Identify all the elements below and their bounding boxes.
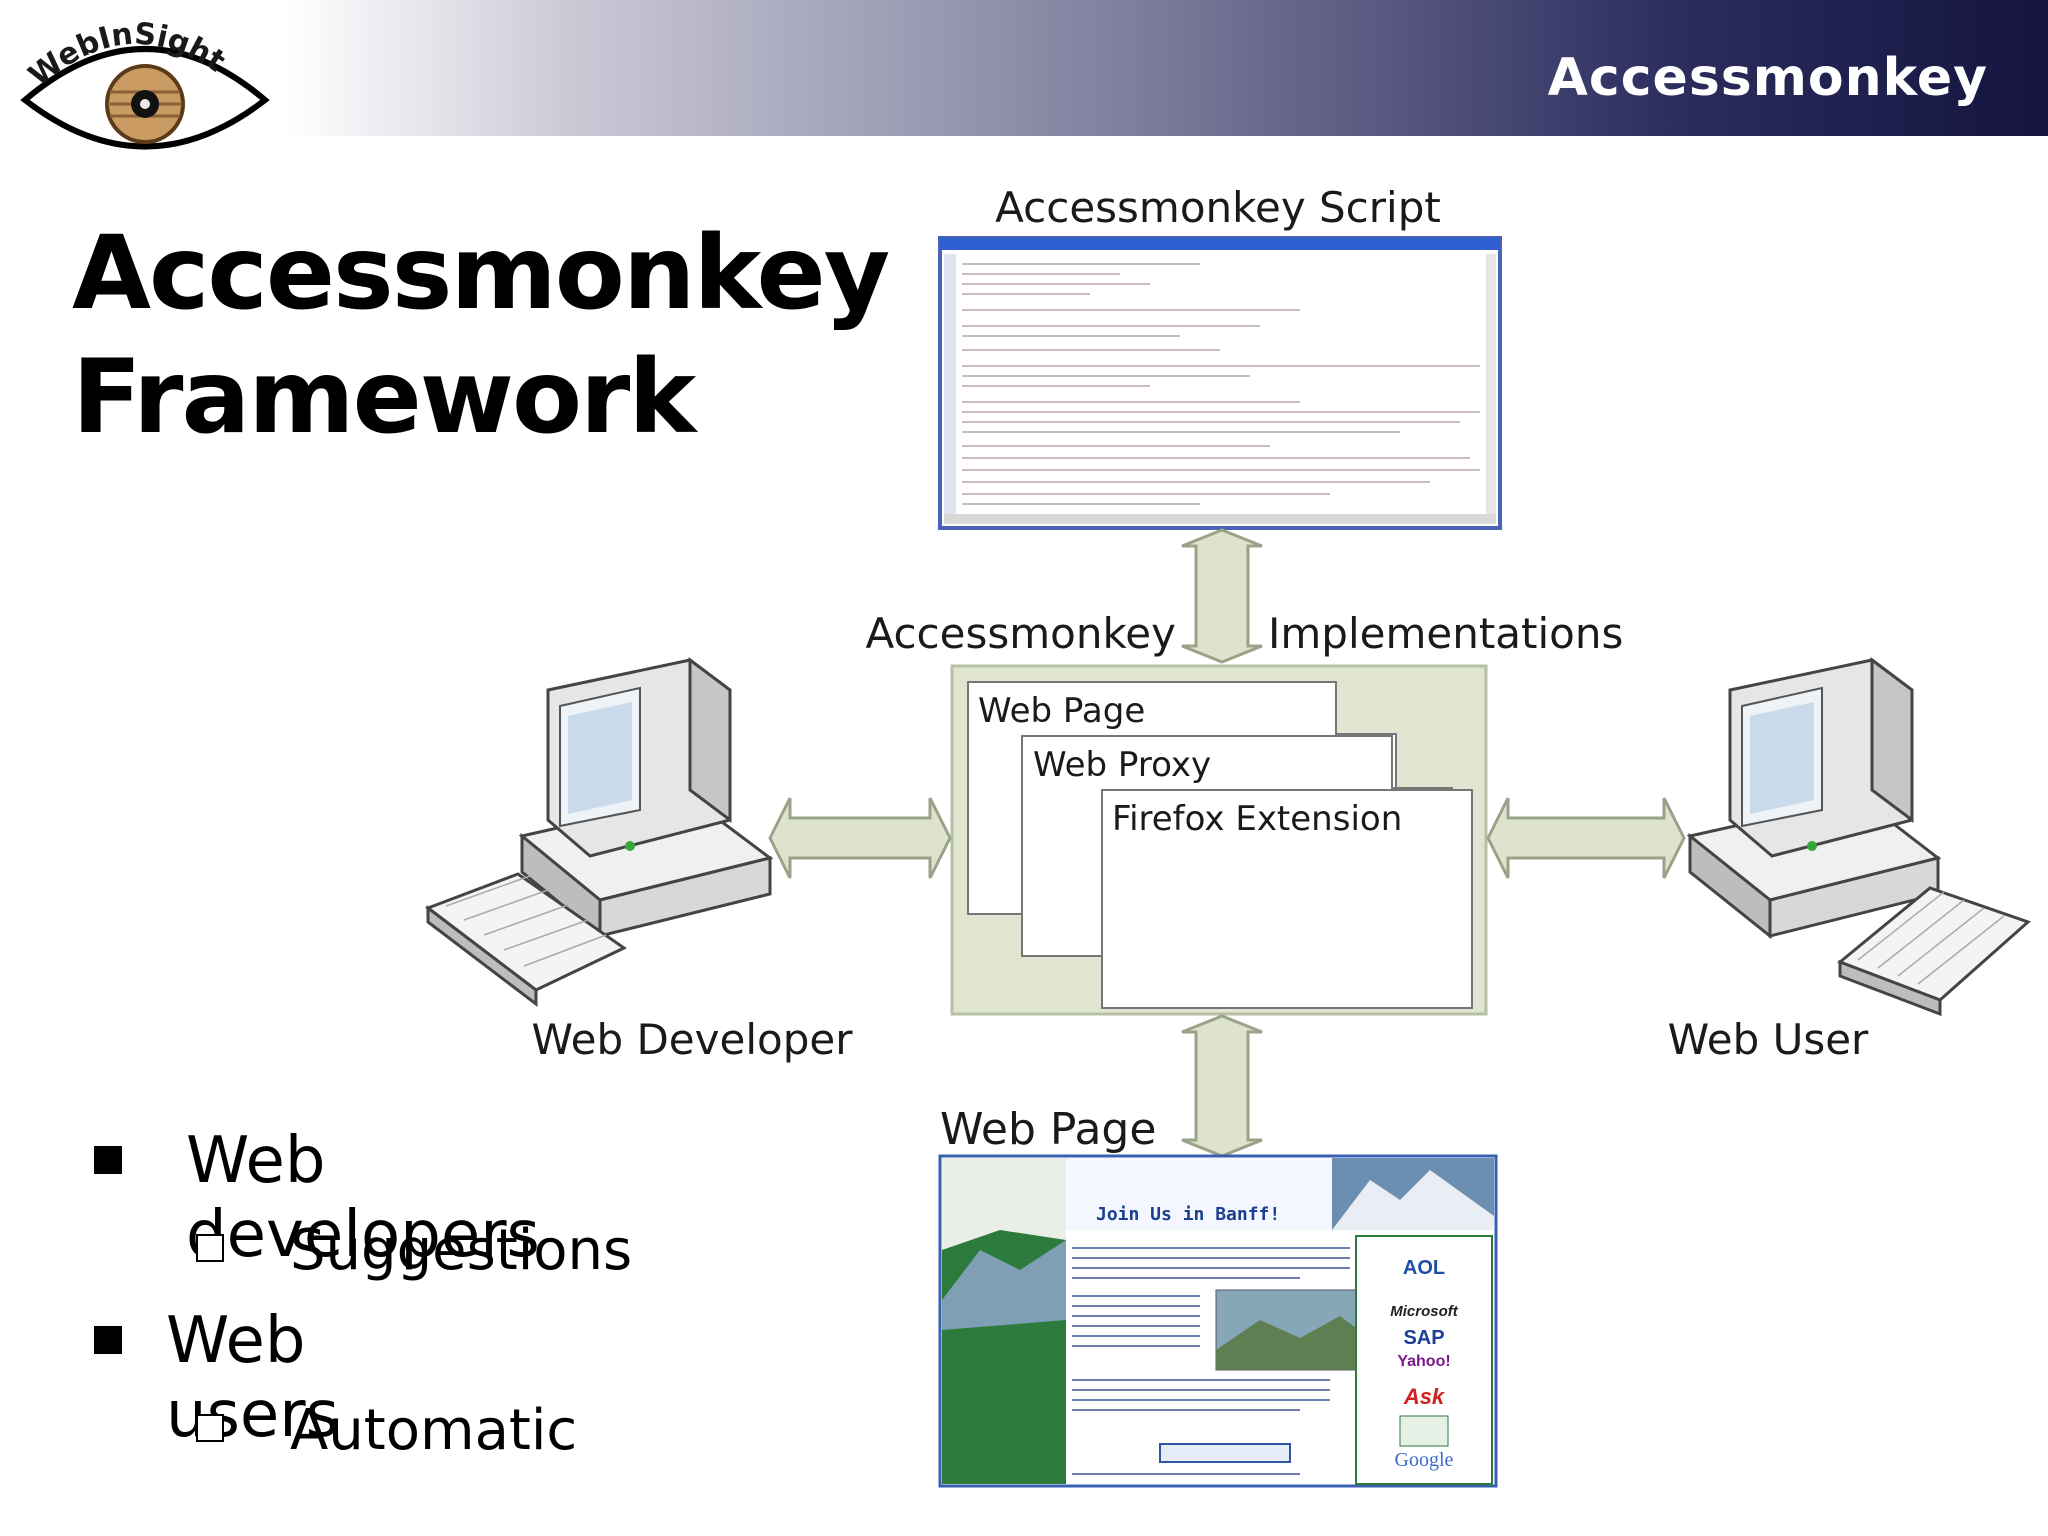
- sponsor-google: Google: [1395, 1449, 1454, 1471]
- impl-label-left: Accessmonkey: [865, 609, 1176, 658]
- sub-bullet-box-icon: [196, 1414, 224, 1442]
- webpage-heading: Join Us in Banff!: [1096, 1204, 1280, 1225]
- slide-title-line-1: Accessmonkey: [72, 214, 890, 333]
- webinsight-logo: [20, 46, 270, 150]
- impl-label-right: Implementations: [1268, 609, 1623, 658]
- sponsor-aol: AOL: [1403, 1257, 1445, 1279]
- script-window: [938, 236, 1502, 530]
- logo-text: WebInSight: [22, 17, 231, 94]
- card-web-page-label: Web Page: [978, 691, 1145, 731]
- sponsor-sap: SAP: [1403, 1327, 1444, 1349]
- sponsor-ask: Ask: [1403, 1384, 1446, 1409]
- sub-bullet-automatic: Automatic: [290, 1398, 578, 1463]
- slide-title-line-2: Framework: [72, 338, 696, 457]
- webpage-label: Web Page: [940, 1104, 1156, 1155]
- arrow-developer-impl: [768, 797, 952, 879]
- arrow-impl-user: [1486, 797, 1686, 879]
- web-user-computer-icon: [1686, 657, 2031, 1017]
- header-bar: Accessmonkey: [0, 0, 2048, 136]
- arrow-impl-webpage: [1181, 1014, 1263, 1158]
- sub-bullet-suggestions: Suggestions: [290, 1218, 633, 1283]
- bullet-web-developers: Web developers: [186, 1124, 540, 1272]
- slide-title: Accessmonkey Framework: [72, 212, 890, 460]
- card-firefox-extension-label: Firefox Extension: [1112, 799, 1402, 839]
- sub-bullet-box-icon: [196, 1234, 224, 1262]
- card-web-proxy-label: Web Proxy: [1033, 745, 1211, 785]
- arrow-script-impl: [1181, 528, 1263, 664]
- card-firefox-extension: Firefox Extension: [1101, 789, 1473, 1009]
- bullet-square-icon: [94, 1326, 122, 1354]
- bullet-web-users: Web users: [166, 1304, 339, 1452]
- sponsor-microsoft: Microsoft: [1390, 1303, 1459, 1320]
- web-developer-label: Web Developer: [532, 1015, 854, 1064]
- logo-text-path: WebInSight: [22, 17, 231, 94]
- script-label: Accessmonkey Script: [995, 183, 1441, 232]
- web-developer-computer-icon: [424, 657, 774, 1008]
- web-user-label: Web User: [1668, 1015, 1869, 1064]
- header-title: Accessmonkey: [1547, 48, 1988, 108]
- sponsor-yahoo: Yahoo!: [1397, 1353, 1450, 1370]
- bullet-square-icon: [94, 1146, 122, 1174]
- webpage-screenshot: Join Us in Banff! AOL Microsoft SAP Yaho…: [938, 1154, 1498, 1488]
